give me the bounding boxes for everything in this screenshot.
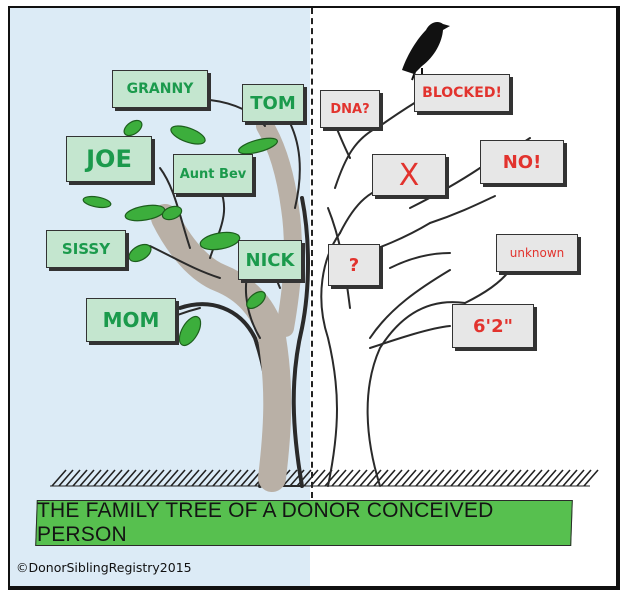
sign-dna: DNA?: [320, 90, 380, 128]
sign-height-label: 6'2": [473, 315, 513, 337]
sign-mom-label: MOM: [102, 308, 160, 332]
cross-icon: X: [398, 157, 420, 193]
sign-aunt-bev-label: Aunt Bev: [179, 166, 247, 182]
illustration-frame: GRANNY TOM JOE Aunt Bev SISSY NICK MOM D…: [8, 6, 620, 590]
sign-height: 6'2": [452, 304, 534, 348]
title-banner: THE FAMILY TREE OF A DONOR CONCEIVED PER…: [35, 499, 573, 546]
sign-tom: TOM: [242, 84, 304, 122]
ground-hatching: [50, 469, 599, 487]
sign-dna-label: DNA?: [330, 101, 370, 117]
sign-granny-label: GRANNY: [126, 81, 194, 97]
sign-granny: GRANNY: [112, 70, 208, 108]
crow-icon: [402, 22, 450, 81]
sign-question: ?: [328, 244, 380, 286]
sign-cross: X: [372, 154, 446, 196]
sign-no-label: NO!: [502, 151, 542, 173]
copyright-credit: ©DonorSiblingRegistry2015: [16, 560, 192, 575]
sign-unknown: unknown: [496, 234, 578, 272]
banner-title: THE FAMILY TREE OF A DONOR CONCEIVED PER…: [37, 499, 494, 546]
sign-question-label: ?: [348, 254, 360, 276]
sign-nick-label: NICK: [245, 249, 295, 271]
dashed-divider: [311, 8, 313, 498]
sign-aunt-bev: Aunt Bev: [173, 154, 253, 194]
sign-unknown-label: unknown: [509, 246, 565, 260]
sign-joe: JOE: [66, 136, 152, 182]
sign-sissy: SISSY: [46, 230, 126, 268]
sign-sissy-label: SISSY: [61, 240, 111, 258]
tree-artwork: [50, 22, 599, 492]
sign-blocked-label: BLOCKED!: [422, 85, 502, 101]
leaves: [82, 119, 278, 347]
sign-no: NO!: [480, 140, 564, 184]
sign-blocked: BLOCKED!: [414, 74, 510, 112]
sign-joe-label: JOE: [86, 145, 132, 173]
sign-nick: NICK: [238, 240, 302, 280]
sign-mom: MOM: [86, 298, 176, 342]
sign-tom-label: TOM: [250, 92, 296, 114]
